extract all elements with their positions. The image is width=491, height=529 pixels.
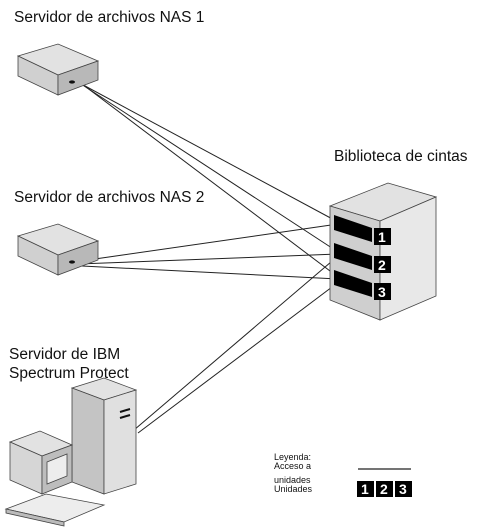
connection-nas1-drive3 — [81, 83, 339, 278]
legend-drive-box-1 — [357, 481, 374, 497]
tape-library-icon: 1 2 3 — [328, 182, 438, 321]
drive-number-1: 1 — [378, 229, 386, 245]
legend-access: Acceso a — [274, 461, 311, 471]
connection-nas1-drive2 — [77, 81, 339, 253]
drive-slot-2 — [334, 243, 372, 270]
connection-ibm-drive3 — [137, 280, 341, 434]
legend-drive-number-3: 3 — [399, 481, 407, 497]
nas-server-1-label: Servidor de archivos NAS 1 — [14, 9, 204, 26]
nas-server-1-icon — [16, 43, 100, 96]
drive-slot-1 — [334, 215, 372, 242]
nas-server-2-icon — [16, 223, 100, 276]
drive-number-2: 2 — [378, 257, 386, 273]
drive-number-1-box — [374, 228, 391, 245]
legend: Leyenda: Acceso a unidades Unidades 1 2 … — [274, 452, 412, 497]
nas-server-2-label: Servidor de archivos NAS 2 — [14, 189, 204, 206]
legend-units-line2: Unidades — [274, 484, 313, 494]
drive-slot-3 — [334, 270, 372, 297]
drive-number-3: 3 — [378, 284, 386, 300]
connection-ibm-drive2 — [133, 255, 339, 431]
legend-drive-box-2 — [376, 481, 393, 497]
connection-nas2-drive2 — [77, 253, 339, 265]
legend-drive-box-3 — [395, 481, 412, 497]
legend-units-line1: unidades — [274, 475, 311, 485]
connection-nas1-drive1 — [73, 79, 339, 223]
legend-title: Leyenda: — [274, 452, 311, 462]
legend-drive-number-1: 1 — [361, 481, 369, 497]
connection-nas2-drive1 — [73, 223, 339, 263]
ibm-server-icon — [4, 377, 138, 527]
tape-library-label: Biblioteca de cintas — [334, 148, 468, 165]
legend-drive-number-2: 2 — [380, 481, 388, 497]
drive-number-3-box — [374, 283, 391, 300]
ibm-server-label-line2: Spectrum Protect — [9, 365, 129, 382]
connection-nas2-drive3 — [81, 265, 339, 280]
connection-lines — [73, 79, 341, 434]
drive-number-2-box — [374, 256, 391, 273]
ibm-server-label-line1: Servidor de IBM — [9, 346, 120, 363]
